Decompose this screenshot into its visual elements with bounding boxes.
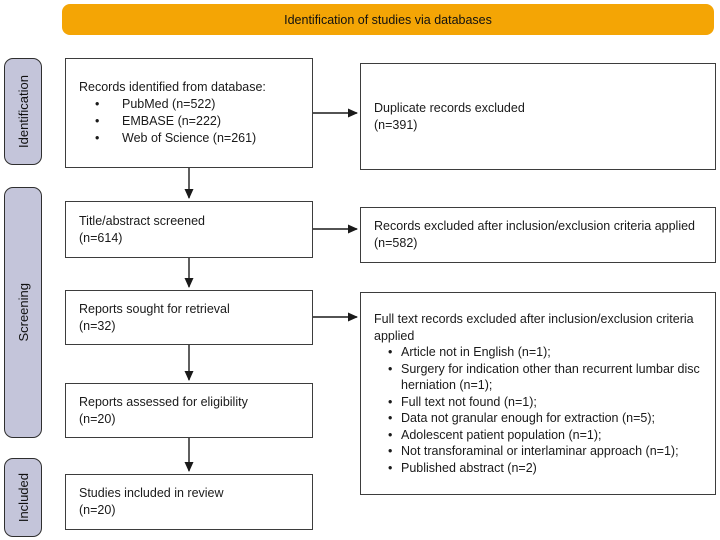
box-reports-assessed-count: (n=20) xyxy=(79,411,116,426)
box-records-excluded-text: Records excluded after inclusion/exclusi… xyxy=(374,219,696,250)
box-reports-assessed-label: Reports assessed for eligibility xyxy=(79,394,248,409)
box-duplicates-excluded-count: (n=391) xyxy=(374,117,418,132)
bullet-not-transforaminal: Not transforaminal or interlaminar appro… xyxy=(388,443,700,460)
stage-label-screening: Screening xyxy=(4,187,42,438)
stage-label-identification-text: Identification xyxy=(15,75,31,148)
box-reports-sought: Reports sought for retrieval (n=32) xyxy=(65,290,313,345)
box-studies-included: Studies included in review (n=20) xyxy=(65,474,313,530)
box-fulltext-excluded-title: Full text records excluded after inclusi… xyxy=(374,312,694,343)
box-reports-sought-count: (n=32) xyxy=(79,318,116,333)
database-bullet-list: PubMed (n=522) EMBASE (n=222) Web of Sci… xyxy=(95,96,299,147)
stage-label-included-text: Included xyxy=(15,472,31,523)
bullet-embase: EMBASE (n=222) xyxy=(95,113,299,130)
box-duplicates-excluded-label: Duplicate records excluded xyxy=(374,100,525,115)
box-studies-included-label: Studies included in review xyxy=(79,486,224,500)
box-title-abstract-screened-count: (n=614) xyxy=(79,230,123,245)
banner-label: Identification of studies via databases xyxy=(284,12,492,27)
box-studies-included-count: (n=20) xyxy=(79,503,116,517)
bullet-fulltext-not-found: Full text not found (n=1); xyxy=(388,394,700,411)
box-title-abstract-screened: Title/abstract screened (n=614) xyxy=(65,201,313,258)
bullet-web-of-science: Web of Science (n=261) xyxy=(95,130,299,147)
bullet-data-not-granular: Data not granular enough for extraction … xyxy=(388,410,700,427)
stage-label-screening-text: Screening xyxy=(15,283,31,342)
bullet-adolescent: Adolescent patient population (n=1); xyxy=(388,427,700,444)
banner-identification-via-databases: Identification of studies via databases xyxy=(62,4,714,35)
box-duplicates-excluded: Duplicate records excluded (n=391) xyxy=(360,63,716,170)
fulltext-exclusion-bullet-list: Article not in English (n=1); Surgery fo… xyxy=(388,344,700,476)
bullet-pubmed: PubMed (n=522) xyxy=(95,96,299,113)
stage-label-included: Included xyxy=(4,458,42,537)
box-records-identified-title: Records identified from database: xyxy=(79,80,266,94)
box-records-identified: Records identified from database: PubMed… xyxy=(65,58,313,168)
bullet-published-abstract: Published abstract (n=2) xyxy=(388,460,700,477)
box-reports-sought-label: Reports sought for retrieval xyxy=(79,301,230,316)
bullet-other-indication: Surgery for indication other than recurr… xyxy=(388,361,700,394)
box-title-abstract-screened-label: Title/abstract screened xyxy=(79,213,205,228)
box-reports-assessed: Reports assessed for eligibility (n=20) xyxy=(65,383,313,438)
box-fulltext-excluded: Full text records excluded after inclusi… xyxy=(360,292,716,495)
bullet-not-english: Article not in English (n=1); xyxy=(388,344,700,361)
stage-label-identification: Identification xyxy=(4,58,42,165)
box-records-excluded: Records excluded after inclusion/exclusi… xyxy=(360,207,716,263)
